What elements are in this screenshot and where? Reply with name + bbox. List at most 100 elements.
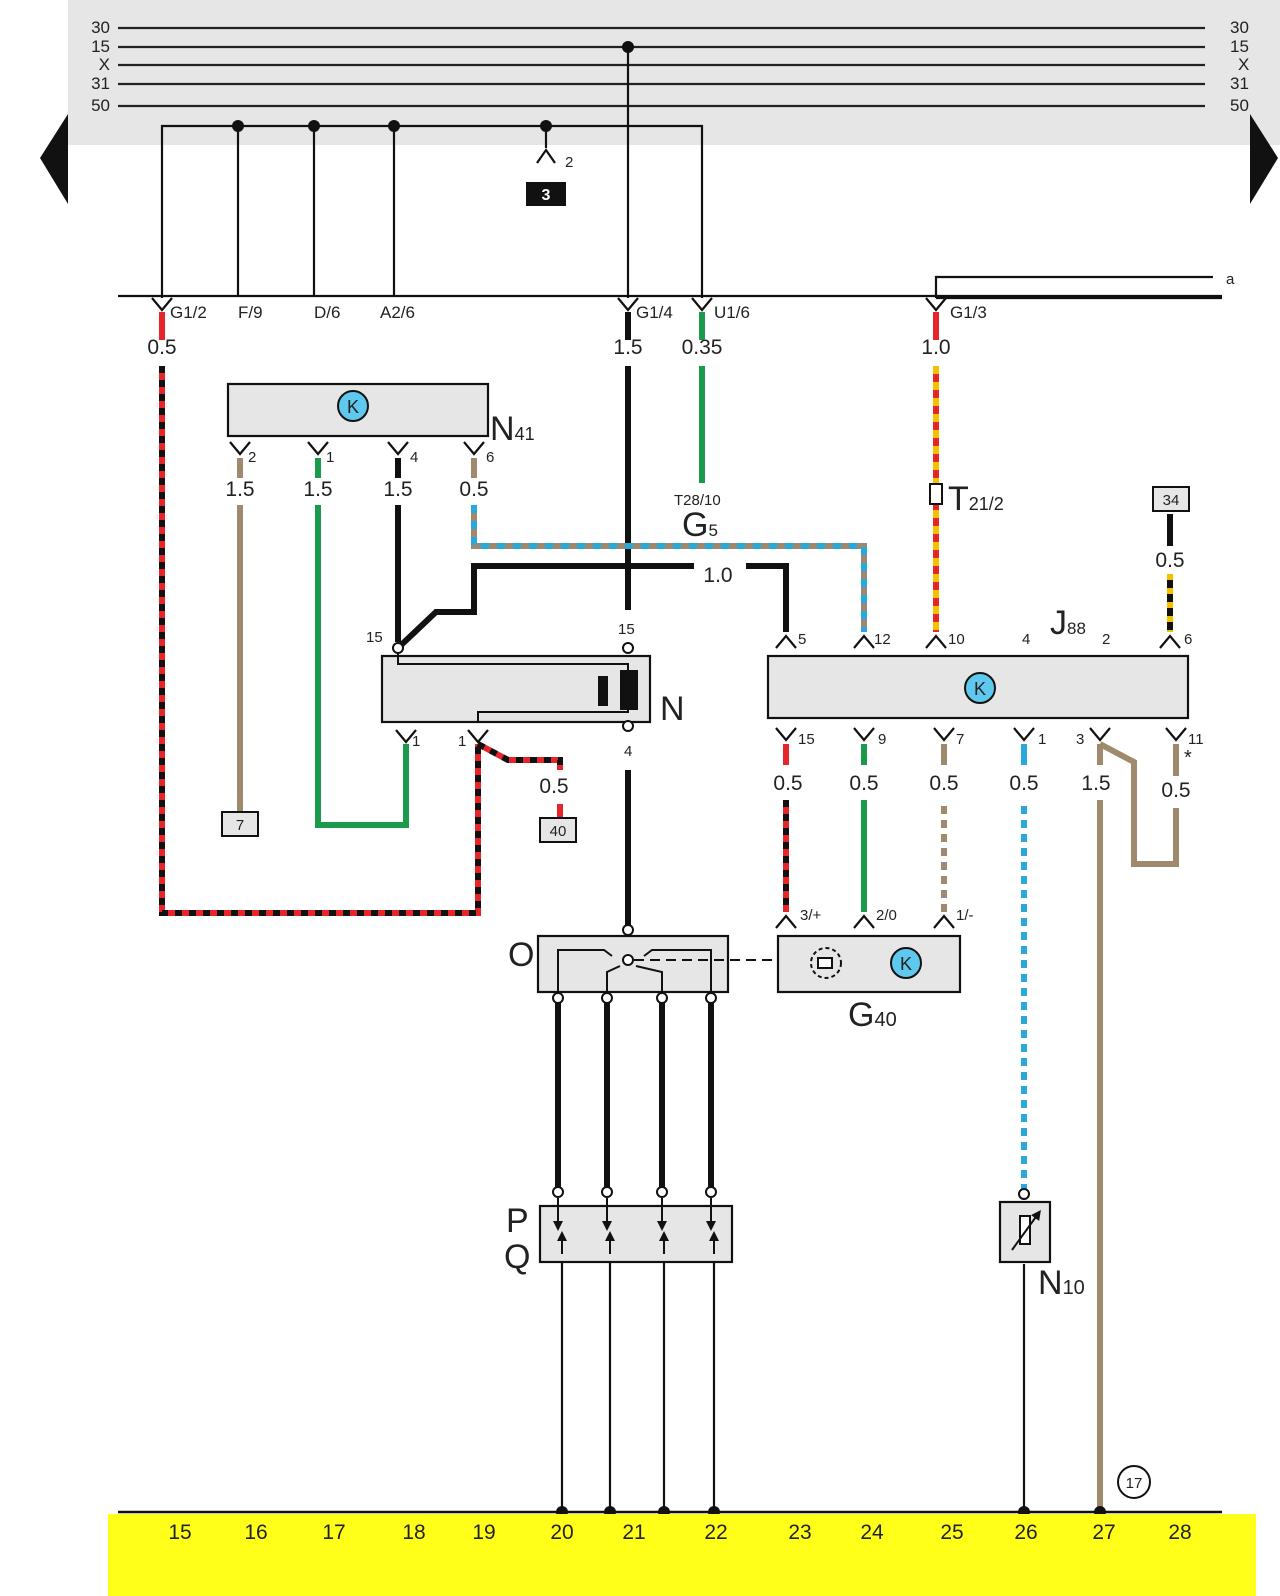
- ref-box-40[interactable]: [539, 817, 577, 843]
- label-t21-2: T21/2: [948, 480, 1004, 518]
- column-21: 21: [622, 1521, 645, 1544]
- n-resistor-icon: [598, 676, 608, 706]
- label-n: N: [660, 690, 685, 728]
- wires-o-to-pq-terminals: [552, 992, 717, 1198]
- gauge-j88-15: 0.5: [773, 772, 802, 795]
- gauge-g1-3: 1.0: [921, 336, 950, 359]
- g40-pin-3: 3/+: [800, 907, 822, 924]
- ref-a-line: [934, 275, 1213, 298]
- k-symbol: K: [347, 397, 359, 417]
- connector-g1-2: G1/2: [170, 303, 207, 322]
- j88-pin-3: 3: [1076, 731, 1084, 748]
- wire-n-1-to-40: [476, 741, 563, 818]
- gauge-j88-feed: 1.0: [703, 564, 732, 587]
- connector-d-6: D/6: [314, 303, 340, 322]
- label-g5: G5: [682, 506, 718, 544]
- fuse-connector-icon: [536, 148, 556, 164]
- g40-pin-2: 2/0: [876, 907, 897, 924]
- gauge-g1-4: 1.5: [613, 336, 642, 359]
- g40-pin-1: 1/-: [956, 907, 974, 924]
- j88-pin-9: 9: [878, 731, 886, 748]
- j88-pin-11: 11: [1188, 731, 1204, 748]
- wire-j88-3-to-11-loop: [1098, 741, 1179, 867]
- column-24: 24: [860, 1521, 884, 1544]
- n10-resistor-icon: [1019, 1215, 1031, 1245]
- ref-a-label: a: [1226, 271, 1235, 288]
- bus-label-31-left: 31: [91, 74, 110, 93]
- j88-pin-7: 7: [956, 731, 964, 748]
- gauge-j88-1: 0.5: [1009, 772, 1038, 795]
- distribution-bar: [160, 124, 704, 298]
- k-circle-icon: [890, 947, 922, 979]
- bus-lines: [118, 26, 1205, 108]
- next-page-arrow-icon[interactable]: [1250, 114, 1278, 204]
- gauge-n-1-40: 0.5: [539, 775, 568, 798]
- previous-page-arrow-icon[interactable]: [40, 114, 68, 204]
- column-28: 28: [1168, 1521, 1191, 1544]
- n41-pin-1: 1: [326, 449, 334, 466]
- bus-label-x-left: X: [99, 55, 110, 74]
- pq-ground-arrows: [557, 1231, 719, 1254]
- j88-pin-12: 12: [874, 631, 891, 648]
- g40-sensor-icon: [810, 947, 842, 979]
- ref-box-7[interactable]: [221, 811, 259, 837]
- j88-bottom-gauges: 0.5 0.5 0.5 0.5 1.5 0.5: [773, 772, 1190, 802]
- n-pin-4: 4: [624, 743, 632, 760]
- j88-top-pin-labels: 5 12 10 4 2 6: [798, 631, 1192, 648]
- column-23: 23: [788, 1521, 811, 1544]
- strip-plugs: [151, 297, 947, 312]
- strip-connector-labels: G1/2 F/9 D/6 A2/6 G1/4 U1/6 G1/3: [170, 303, 987, 322]
- j88-pin-10: 10: [948, 631, 965, 648]
- gauge-ground-34: 0.5: [1155, 549, 1184, 572]
- gauge-j88-7: 0.5: [929, 772, 958, 795]
- wire-n-15-to-j88-5-black: [395, 563, 789, 651]
- connector-g1-3: G1/3: [950, 303, 987, 322]
- bus-label-30-right: 30: [1230, 18, 1249, 37]
- label-t28-10: T28/10: [674, 492, 721, 509]
- strip-gauges: 0.5 1.5 0.35 1.0: [147, 336, 950, 359]
- label-n10: N10: [1038, 1264, 1085, 1302]
- label-n41: N41: [490, 410, 535, 448]
- component-n10[interactable]: [998, 1200, 1052, 1264]
- component-g40[interactable]: [776, 934, 962, 994]
- o-rotor-icon: [622, 954, 634, 966]
- ref-40: 40: [550, 823, 567, 840]
- ground-point-17: 17: [1126, 1475, 1143, 1492]
- column-footer: [108, 1514, 1256, 1596]
- bus-label-x-right: X: [1238, 55, 1249, 74]
- k-symbol: K: [900, 954, 912, 974]
- n41-pin-plugs: [229, 441, 485, 456]
- label-g40: G40: [848, 996, 897, 1034]
- gauge-n41-1: 1.5: [303, 478, 332, 501]
- column-17: 17: [322, 1521, 345, 1544]
- n10-variable-arrow-icon: [1011, 1209, 1041, 1251]
- label-q: Q: [504, 1238, 530, 1276]
- gauge-g1-2: 0.5: [147, 336, 176, 359]
- k-circle-icon: [337, 390, 369, 422]
- n41-pin-4: 4: [410, 449, 418, 466]
- bus-label-50-left: 50: [91, 96, 110, 115]
- column-18: 18: [402, 1521, 425, 1544]
- component-o[interactable]: [536, 934, 730, 994]
- g40-sensor-element: [817, 957, 833, 969]
- component-pq[interactable]: [538, 1204, 734, 1264]
- label-o: O: [508, 936, 534, 974]
- gauge-n41-2: 1.5: [225, 478, 254, 501]
- fuse-box: [526, 182, 566, 206]
- o-input-terminal: [622, 924, 634, 936]
- n-pin-plugs: [395, 729, 489, 744]
- ref-box-34[interactable]: [1152, 486, 1190, 512]
- connector-a2-6: A2/6: [380, 303, 415, 322]
- j88-bottom-pin-labels: 15 9 7 1 3 11 *: [798, 731, 1204, 769]
- connector-f-9: F/9: [238, 303, 263, 322]
- connector-g1-4: G1/4: [636, 303, 673, 322]
- gauge-n41-4: 1.5: [383, 478, 412, 501]
- n41-gauges: 1.5 1.5 1.5 0.5: [225, 478, 488, 501]
- k-symbol: K: [974, 679, 986, 699]
- n41-pin-2: 2: [248, 449, 256, 466]
- bus-label-50-right: 50: [1230, 96, 1249, 115]
- j88-pin-5: 5: [798, 631, 806, 648]
- j88-pin-1: 1: [1038, 731, 1046, 748]
- j88-bottom-plugs: [775, 727, 1187, 742]
- gauge-u1-6: 0.35: [682, 336, 723, 359]
